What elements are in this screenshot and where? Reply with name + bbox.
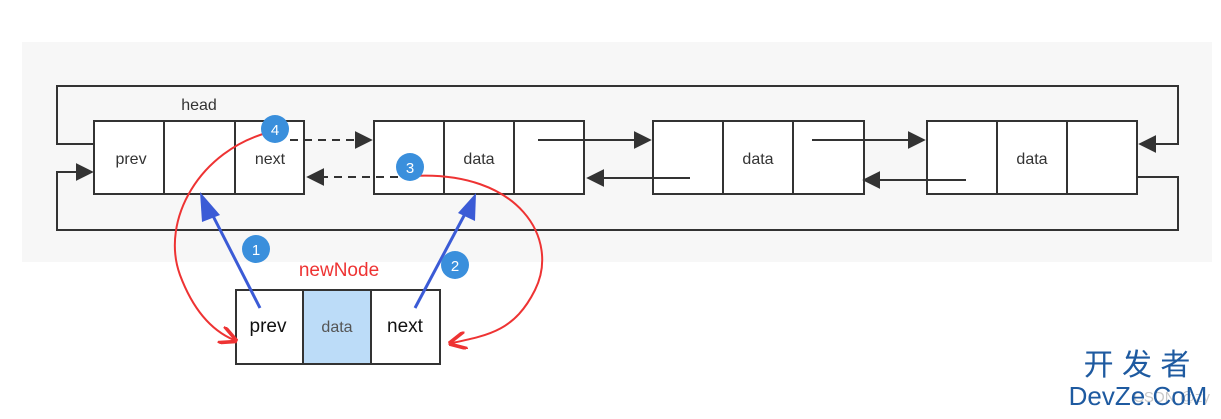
new-data-label: data xyxy=(321,319,352,336)
step-badge-1: 1 xyxy=(242,235,270,263)
svg-text:3: 3 xyxy=(406,160,414,177)
watermark-en: DevZe.CoM xyxy=(1069,381,1208,411)
list-node-3: data xyxy=(926,120,1138,195)
head-label: head xyxy=(181,97,217,114)
head-next-label: next xyxy=(255,151,286,168)
step4-curve xyxy=(173,131,271,340)
circular-link-top xyxy=(56,85,1179,153)
svg-text:2: 2 xyxy=(451,258,459,275)
step3-curve xyxy=(411,174,544,343)
head-prev-label: prev xyxy=(115,151,146,168)
step-badge-2: 2 xyxy=(441,251,469,279)
old-links-dashed xyxy=(290,131,398,186)
svg-text:1: 1 xyxy=(252,242,260,259)
svg-text:4: 4 xyxy=(271,122,279,139)
step1-arrow xyxy=(200,192,262,309)
node1-data-label: data xyxy=(463,151,494,168)
step-badge-3: 3 xyxy=(396,153,424,181)
step-badge-4: 4 xyxy=(261,115,289,143)
list-node-2: data xyxy=(652,120,865,195)
node3-data-label: data xyxy=(1016,151,1047,168)
watermark-faint: CSDN @zy xyxy=(1133,389,1210,406)
watermark-cn: 开 发 者 xyxy=(1084,349,1191,382)
node-links xyxy=(538,131,966,189)
step2-arrow xyxy=(413,193,476,309)
head-node: prev next xyxy=(93,120,305,195)
new-prev-label: prev xyxy=(250,316,287,337)
node2-data-label: data xyxy=(742,151,773,168)
new-next-label: next xyxy=(387,316,424,337)
new-node: prev data next xyxy=(235,289,441,365)
new-node-label: newNode xyxy=(299,260,379,281)
circular-link-bottom xyxy=(56,163,1179,231)
